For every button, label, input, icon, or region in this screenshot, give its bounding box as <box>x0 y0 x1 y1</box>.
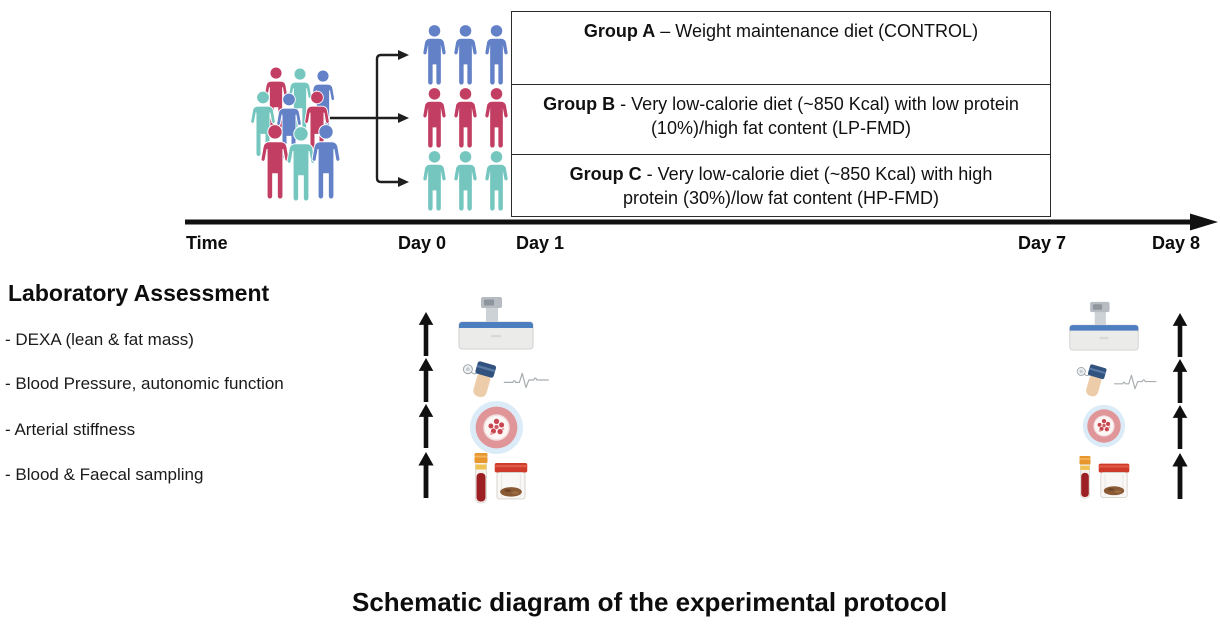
figure-caption: Schematic diagram of the experimental pr… <box>352 587 948 617</box>
group-b-box: Group B - Very low-calorie diet (~850 Kc… <box>511 84 1051 156</box>
group-a-cohort-icon <box>423 25 508 85</box>
timeline-label-day1: Day 1 <box>515 233 565 253</box>
lab-item-sampling: - Blood & Faecal sampling <box>5 465 204 484</box>
person-icon <box>454 151 477 211</box>
person-icon <box>485 151 508 211</box>
up-arrow-icon <box>418 358 434 402</box>
blood-pressure-cuff-icon <box>1076 364 1110 400</box>
up-arrow-icon <box>1172 453 1188 499</box>
ecg-trace-icon <box>1113 374 1157 390</box>
group-c-description: - Very low-calorie diet (~850 Kcal) with… <box>622 163 993 208</box>
ecg-trace-icon <box>503 372 549 389</box>
person-icon <box>423 25 446 85</box>
lab-item-arterial-stiffness: - Arterial stiffness <box>5 420 136 439</box>
up-arrow-icon <box>418 404 434 448</box>
timeline-label-time: Time <box>186 233 228 253</box>
group-boxes: Group A – Weight maintenance diet (CONTR… <box>511 11 1051 217</box>
study-population-crowd-icon <box>250 66 341 202</box>
lab-assessment-title: Laboratory Assessment <box>8 280 270 306</box>
person-icon <box>454 25 477 85</box>
group-c-name: Group C <box>569 163 642 184</box>
group-b-name: Group B <box>543 94 616 115</box>
person-icon <box>423 151 446 211</box>
blood-pressure-cuff-icon <box>462 361 500 401</box>
timeline-arrow <box>185 213 1218 231</box>
group-a-name: Group A <box>583 21 656 41</box>
up-arrow-icon <box>1172 405 1188 449</box>
dexa-scanner-icon <box>458 296 534 350</box>
up-arrow-icon <box>418 312 434 356</box>
group-c-box: Group C - Very low-calorie diet (~850 Kc… <box>511 153 1051 217</box>
group-c-cohort-icon <box>423 151 508 211</box>
faecal-sample-jar-icon <box>1098 462 1130 499</box>
cohort-groups-icon <box>423 25 508 211</box>
group-b-description: - Very low-calorie diet (~850 Kcal) with… <box>620 94 1019 139</box>
person-icon <box>485 88 508 148</box>
person-icon <box>485 25 508 85</box>
randomization-branch-arrows-icon <box>318 50 409 187</box>
timeline-label-day8: Day 8 <box>1151 233 1201 253</box>
faecal-sample-jar-icon <box>494 461 528 501</box>
lab-item-dexa: - DEXA (lean & fat mass) <box>5 330 194 349</box>
artery-cross-section-icon <box>469 400 524 455</box>
group-a-box: Group A – Weight maintenance diet (CONTR… <box>511 11 1051 86</box>
up-arrow-icon <box>1172 313 1188 357</box>
group-a-description: – Weight maintenance diet (CONTROL) <box>660 21 979 41</box>
artery-cross-section-icon <box>1082 404 1126 448</box>
up-arrow-icon <box>1172 359 1188 403</box>
group-b-cohort-icon <box>423 88 508 148</box>
blood-sample-tube-icon <box>1077 456 1093 500</box>
blood-sample-tube-icon <box>472 453 490 505</box>
up-arrow-icon <box>418 452 434 498</box>
person-icon <box>423 88 446 148</box>
dexa-scanner-icon <box>1068 301 1140 351</box>
person-icon <box>311 124 341 200</box>
person-icon <box>454 88 477 148</box>
timeline-label-day7: Day 7 <box>1017 233 1067 253</box>
timeline-label-day0: Day 0 <box>397 233 447 253</box>
lab-item-blood-pressure: - Blood Pressure, autonomic function <box>5 374 284 393</box>
